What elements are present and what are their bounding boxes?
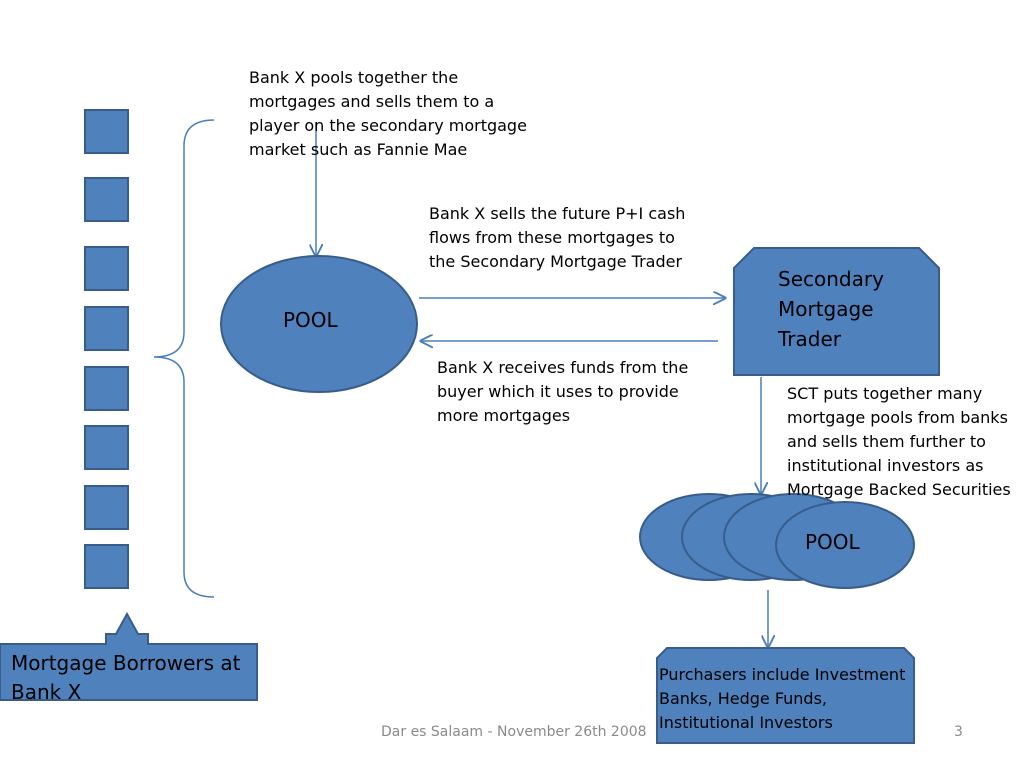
pooling-note: Bank X pools together the mortgages and … (249, 68, 527, 159)
receives-funds-note: Bank X receives funds from the buyer whi… (437, 358, 689, 425)
mortgage-square (84, 177, 129, 222)
purchasers-label: Purchasers include Investment Banks, Hed… (659, 665, 906, 732)
pool-label: POOL (283, 308, 338, 332)
sells-cash-flows-note: Bank X sells the future P+I cash flows f… (429, 204, 686, 271)
trader-box (733, 247, 940, 376)
purchasers-box (656, 647, 915, 744)
borrowers-callout (0, 611, 258, 701)
page-number: 3 (954, 724, 963, 740)
borrowers-label: Mortgage Borrowers at Bank X (11, 651, 241, 704)
sct-pools-note: SCT puts together many mortgage pools fr… (787, 384, 1011, 499)
pool-ellipse (220, 255, 418, 393)
mortgage-square (84, 246, 129, 291)
mbs-pool-ellipse (775, 501, 915, 589)
mortgage-square (84, 485, 129, 530)
grouping-brace (153, 119, 215, 598)
mortgage-square (84, 306, 129, 351)
footer-text: Dar es Salaam - November 26th 2008 (381, 724, 647, 740)
mbs-pool-label: POOL (805, 530, 860, 554)
mbs-pools (639, 493, 915, 589)
mortgage-square (84, 544, 129, 589)
mortgage-square (84, 366, 129, 411)
mortgage-square (84, 109, 129, 154)
trader-label: Secondary Mortgage Trader (778, 267, 884, 351)
mortgage-squares (84, 109, 129, 589)
mortgage-square (84, 425, 129, 470)
